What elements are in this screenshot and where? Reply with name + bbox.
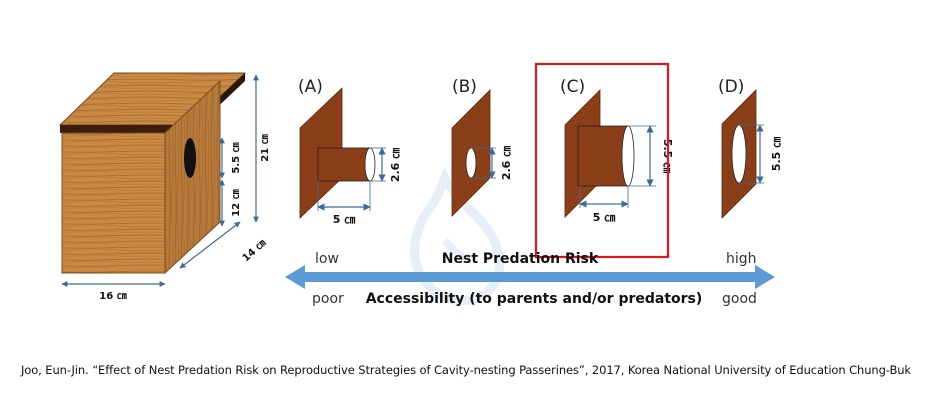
access-low-label: poor	[312, 291, 344, 307]
panel-c-tube-opening	[621, 125, 635, 187]
box-height-label: 21 ㎝	[260, 134, 271, 161]
panel-a-length-label: 5 ㎝	[333, 213, 355, 226]
panel-a-diameter-label: 2.6 ㎝	[389, 148, 402, 182]
nest-box	[58, 72, 247, 275]
box-hole-height-label: 12 ㎝	[231, 189, 242, 216]
panel-a-tube-opening	[364, 147, 376, 182]
citation-caption: Joo, Eun-Jin. “Effect of Nest Predation …	[21, 363, 911, 377]
panel-c-length-label: 5 ㎝	[593, 211, 615, 224]
risk-title: Nest Predation Risk	[442, 251, 599, 267]
panel-d: (D) 5.5 ㎝	[718, 77, 783, 219]
panel-c-tube	[577, 125, 629, 187]
panel-c: (C) 5.5 ㎝ 5 ㎝	[560, 77, 674, 224]
panel-a: (A) 2.6 ㎝ 5 ㎝	[298, 77, 402, 226]
panel-c-highlight-frame	[534, 62, 670, 259]
panel-c-label: (C)	[560, 77, 585, 97]
box-width-label: 16 ㎝	[99, 291, 126, 302]
panel-d-diameter-label: 5.5 ㎝	[770, 137, 783, 171]
panel-d-label: (D)	[718, 77, 744, 97]
nest-box-front	[61, 132, 166, 274]
risk-high-label: high	[726, 251, 757, 267]
panel-a-label: (A)	[298, 77, 323, 97]
panel-a-tube	[317, 147, 371, 182]
nest-box-entrance-hole	[184, 138, 196, 178]
panel-b-diameter-label: 2.6 ㎝	[500, 146, 513, 180]
panel-b: (B) 2.6 ㎝	[451, 77, 513, 217]
risk-low-label: low	[315, 251, 339, 267]
panel-b-label: (B)	[452, 77, 477, 97]
access-title: Accessibility (to parents and/or predato…	[366, 291, 703, 307]
panel-d-hole	[731, 124, 747, 184]
nest-box-roof-band-front	[60, 125, 190, 133]
panel-b-hole	[465, 147, 477, 179]
scale-arrow	[285, 265, 775, 289]
box-depth-label: 14 ㎝	[241, 238, 269, 265]
access-high-label: good	[722, 291, 757, 307]
box-hole-size-label: 5.5 ㎝	[231, 142, 242, 173]
